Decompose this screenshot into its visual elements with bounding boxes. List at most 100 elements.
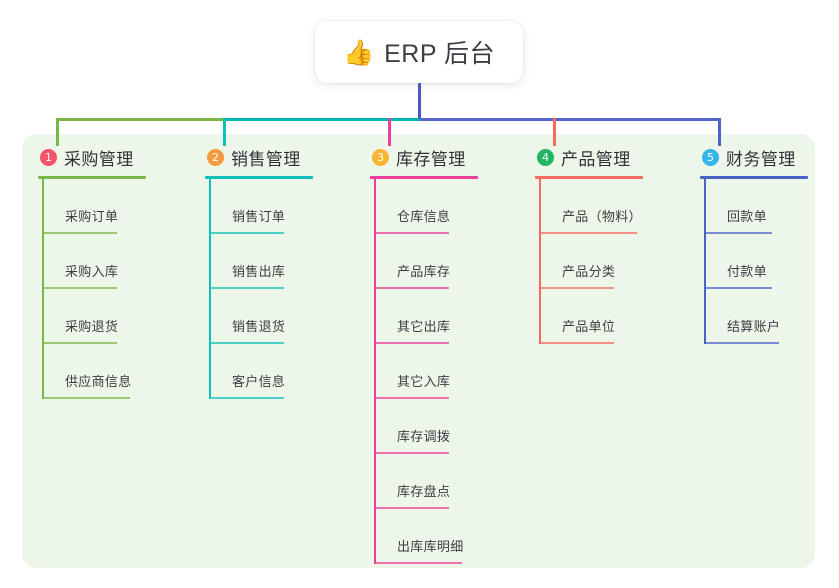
child-node-label: 采购入库 (65, 264, 119, 279)
child-node[interactable]: 其它出库 (374, 289, 478, 344)
branch-header-2[interactable]: 2 销售管理 (205, 144, 313, 170)
branch-children-1: 采购订单采购入库采购退货供应商信息 (42, 179, 146, 399)
child-node-label: 出库库明细 (397, 539, 464, 554)
branch-badge-3: 3 (372, 148, 389, 166)
child-node[interactable]: 销售订单 (209, 179, 313, 234)
child-node[interactable]: 付款单 (704, 234, 808, 289)
branch-drop-3 (388, 118, 391, 146)
branch-rule-2 (205, 176, 313, 179)
child-node-label: 销售订单 (232, 209, 286, 224)
branch-children-2: 销售订单销售出库销售退货客户信息 (209, 179, 313, 399)
child-node-rule (42, 397, 130, 399)
child-node-rule (704, 287, 772, 289)
branch-3[interactable]: 3 库存管理仓库信息产品库存其它出库其它入库库存调拨库存盘点出库库明细 (370, 144, 478, 564)
child-node-rule (42, 342, 117, 344)
branch-title-1: 采购管理 (64, 149, 134, 169)
child-node-rule (374, 562, 462, 564)
branch-title-2: 销售管理 (231, 149, 301, 169)
child-node[interactable]: 库存调拨 (374, 399, 478, 454)
child-node-rule (704, 342, 779, 344)
branch-header-5[interactable]: 5 财务管理 (700, 144, 808, 170)
child-node[interactable]: 销售出库 (209, 234, 313, 289)
child-node[interactable]: 出库库明细 (374, 509, 478, 564)
child-node[interactable]: 采购订单 (42, 179, 146, 234)
branch-drop-2 (223, 118, 226, 146)
trunk-segment-3 (419, 118, 721, 121)
child-node-label: 供应商信息 (65, 374, 132, 389)
child-node-label: 客户信息 (232, 374, 286, 389)
child-node-label: 销售出库 (232, 264, 286, 279)
branch-children-5: 回款单付款单结算账户 (704, 179, 808, 344)
branch-drop-4 (553, 118, 556, 146)
child-node-label: 采购退货 (65, 319, 119, 334)
trunk-segment-2 (223, 118, 422, 121)
child-node-label: 其它出库 (397, 319, 451, 334)
child-node-rule (209, 397, 284, 399)
child-node-rule (704, 232, 772, 234)
child-node[interactable]: 产品分类 (539, 234, 643, 289)
trunk-segment-1 (56, 118, 226, 121)
child-node[interactable]: 结算账户 (704, 289, 808, 344)
child-node[interactable]: 客户信息 (209, 344, 313, 399)
child-node-rule (209, 342, 284, 344)
branch-spine-5 (704, 179, 706, 344)
child-node[interactable]: 其它入库 (374, 344, 478, 399)
branch-title-4: 产品管理 (561, 149, 631, 169)
child-node-rule (42, 232, 117, 234)
root-stem (418, 83, 421, 121)
child-node-label: 付款单 (727, 264, 767, 279)
child-node-rule (374, 397, 449, 399)
branch-title-5: 财务管理 (726, 149, 796, 169)
branch-children-4: 产品（物料） 产品分类产品单位 (539, 179, 643, 344)
child-node[interactable]: 采购退货 (42, 289, 146, 344)
child-node-label: 产品（物料） (562, 209, 642, 224)
child-node-label: 仓库信息 (397, 209, 451, 224)
child-node-label: 产品分类 (562, 264, 616, 279)
child-node[interactable]: 产品单位 (539, 289, 643, 344)
child-node[interactable]: 产品（物料） (539, 179, 643, 234)
branch-badge-2: 2 (207, 148, 224, 166)
child-node[interactable]: 销售退货 (209, 289, 313, 344)
child-node-label: 销售退货 (232, 319, 286, 334)
child-node-label: 产品单位 (562, 319, 616, 334)
root-node-title: ERP 后台 (384, 40, 496, 68)
child-node[interactable]: 仓库信息 (374, 179, 478, 234)
branch-rule-5 (700, 176, 808, 179)
child-node-rule (209, 287, 284, 289)
child-node[interactable]: 采购入库 (42, 234, 146, 289)
branch-2[interactable]: 2 销售管理销售订单销售出库销售退货客户信息 (205, 144, 313, 399)
branch-drop-5 (718, 118, 721, 146)
child-node-label: 库存调拨 (397, 429, 451, 444)
branch-rule-3 (370, 176, 478, 179)
child-node[interactable]: 产品库存 (374, 234, 478, 289)
child-node-rule (374, 452, 449, 454)
child-node-rule (539, 287, 614, 289)
branch-drop-1 (56, 118, 59, 146)
diagram-background-panel (22, 134, 815, 568)
child-node-rule (539, 232, 637, 234)
branch-5[interactable]: 5 财务管理回款单付款单结算账户 (700, 144, 808, 344)
root-node-erp-backend[interactable]: 👍 ERP 后台 (315, 21, 523, 83)
child-node[interactable]: 供应商信息 (42, 344, 146, 399)
child-node-rule (374, 507, 449, 509)
branch-children-3: 仓库信息产品库存其它出库其它入库库存调拨库存盘点出库库明细 (374, 179, 478, 564)
thumbs-up-emoji: 👍 (342, 38, 375, 67)
child-node[interactable]: 回款单 (704, 179, 808, 234)
child-node-label: 产品库存 (397, 264, 451, 279)
branch-title-3: 库存管理 (396, 149, 466, 169)
branch-header-3[interactable]: 3 库存管理 (370, 144, 478, 170)
child-node-rule (539, 342, 614, 344)
child-node[interactable]: 库存盘点 (374, 454, 478, 509)
branch-spine-1 (42, 179, 44, 399)
child-node-rule (42, 287, 117, 289)
branch-rule-1 (38, 176, 146, 179)
branch-badge-5: 5 (702, 148, 719, 166)
branch-spine-3 (374, 179, 376, 564)
branch-spine-4 (539, 179, 541, 344)
child-node-rule (374, 342, 449, 344)
